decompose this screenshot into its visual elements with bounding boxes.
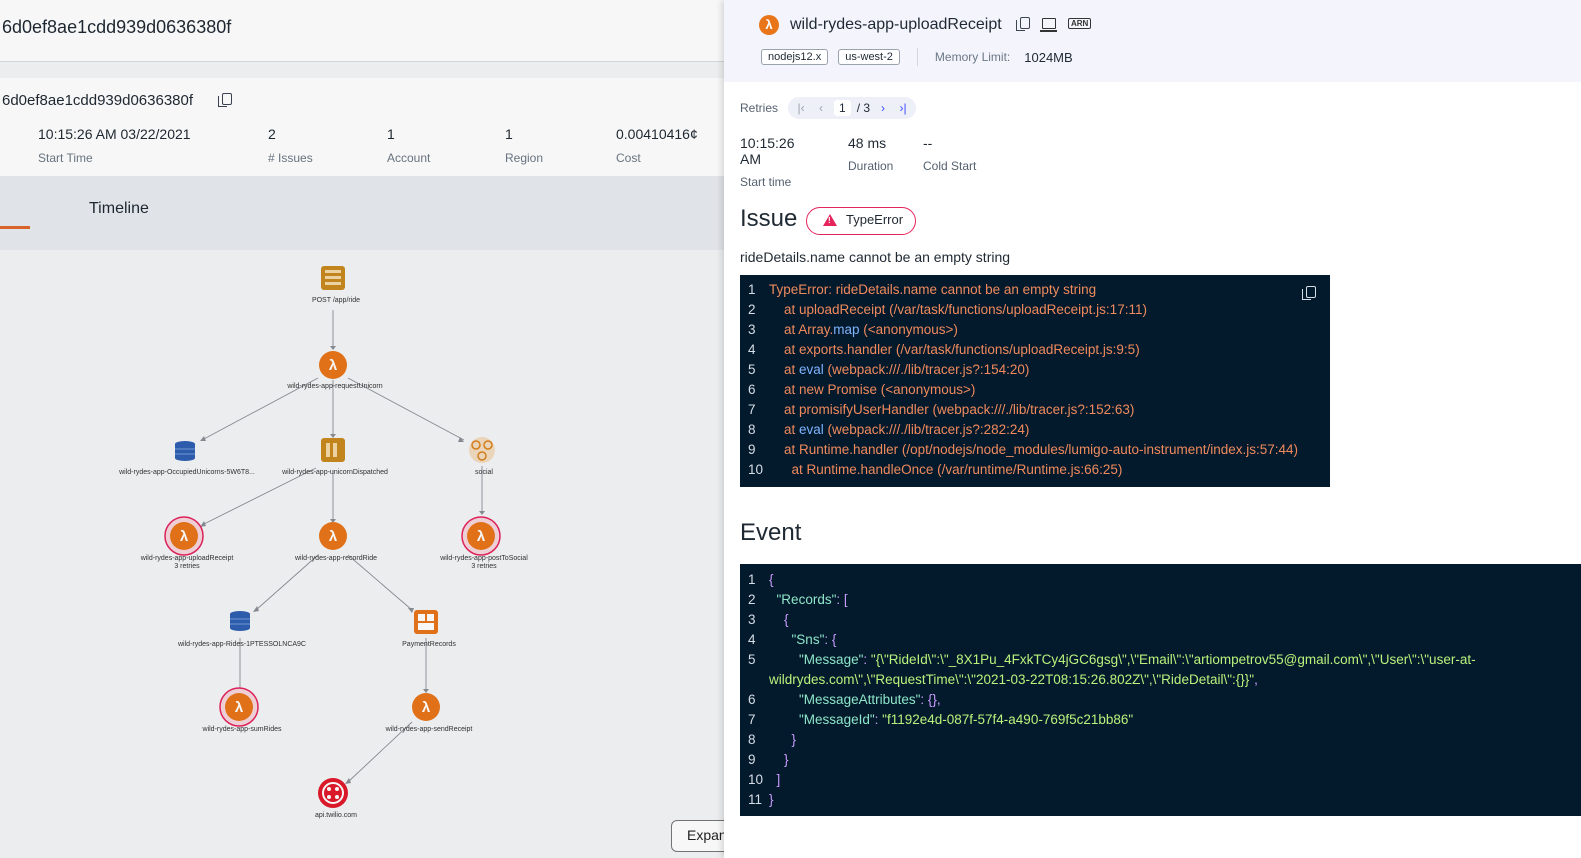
lambda-icon: λ [759,15,779,35]
memory-label: Memory Limit: [934,50,1011,64]
stat-issues: 2 # Issues [268,126,313,165]
page-number[interactable]: 1 [834,100,851,116]
node-label: wild-rydes-app-postToSocial [439,555,528,562]
lambda-node-sum-rides[interactable]: λ wild-rydes-app-sumRides [202,687,282,733]
node-label: PaymentRecords [402,641,456,648]
error-message: rideDetails.name cannot be an empty stri… [740,249,1011,265]
next-page-icon[interactable]: › [881,101,886,115]
page-header: 6d0ef8ae1cdd939d0636380f [0,0,724,62]
node-label: wild-rydes-app-sumRides [202,726,282,733]
pager: |‹ ‹ 1 / 3 › ›| [788,97,917,119]
lambda-node-request-unicorn[interactable]: λ wild-rydes-app-requestUnicorn [286,351,383,390]
error-type-badge[interactable]: TypeError [806,207,917,235]
svg-text:λ: λ [477,528,486,545]
dynamodb-node-occupied[interactable]: wild-rydes-app-OccupiedUnicorns-5W6T8... [118,441,255,476]
node-label: wild-rydes-app-Rides-1PTESSOLNCA9C [177,641,306,648]
node-retries-label: 3 retries [174,563,200,570]
node-label: wild-rydes-app-recordRide [294,555,377,562]
invocation-metrics: 10:15:26 AM Start time 48 ms Duration --… [740,135,976,189]
node-label: wild-rydes-app-sendReceipt [385,726,473,733]
arn-icon[interactable]: ARN [1068,17,1092,29]
copy-icon[interactable] [1302,286,1316,300]
copy-icon[interactable] [1016,17,1030,31]
api-gateway-node[interactable]: POST /app/ride [312,266,360,304]
stat-cost: 0.00410416¢ Cost [616,126,698,165]
metric-start-time: 10:15:26 AM Start time [740,135,795,189]
stat-region: 1 Region [505,126,544,165]
function-tags: nodejs12.x us-west-2 Memory Limit: 1024M… [761,48,1073,66]
monitor-icon[interactable] [1040,17,1057,32]
svg-text:λ: λ [180,528,189,545]
kinesis-node-payment-records[interactable]: PaymentRecords [402,610,456,648]
region-tag: us-west-2 [838,49,900,65]
social-node[interactable]: social [469,437,495,476]
node-label: POST /app/ride [312,297,360,304]
tab-active-indicator [0,226,30,229]
first-page-icon[interactable]: |‹ [797,101,805,115]
tabs-bar [0,176,724,250]
transaction-summary-card: 6d0ef8ae1cdd939d0636380f 10:15:26 AM 03/… [0,78,724,176]
runtime-tag: nodejs12.x [761,49,829,65]
page-title: 6d0ef8ae1cdd939d0636380f [2,17,232,37]
copy-icon[interactable] [218,93,232,107]
header-actions: ARN [1016,17,1092,32]
page-total: / 3 [856,101,871,115]
node-label: wild-rydes-app-uploadReceipt [140,555,234,562]
stat-start-time: 10:15:26 AM 03/22/2021 Start Time [38,126,191,165]
drawer-header: λ wild-rydes-app-uploadReceipt ARN nodej… [724,0,1581,82]
service-map: POST /app/ride λ wild-rydes-app-requestU… [0,250,724,858]
node-label: wild-rydes-app-requestUnicorn [286,383,382,390]
svg-text:λ: λ [329,357,338,374]
issue-heading: Issue [740,205,798,232]
lambda-node-upload-receipt[interactable]: λ wild-rydes-app-uploadReceipt 3 retries [140,516,234,570]
last-page-icon[interactable]: ›| [899,101,907,115]
error-type: TypeError [846,212,904,227]
trace-id: 6d0ef8ae1cdd939d0636380f [2,92,194,109]
node-label: wild-rydes-app-unicornDispatched [281,469,388,476]
divider [916,48,918,66]
svg-text:λ: λ [422,699,431,716]
metric-cold-start: -- Cold Start [923,135,977,173]
tab-timeline[interactable]: Timeline [89,200,149,217]
node-label: social [475,469,493,476]
twilio-node[interactable]: api.twilio.com [315,778,357,819]
function-name: wild-rydes-app-uploadReceipt [790,16,1002,33]
node-retries-label: 3 retries [471,563,497,570]
function-details-drawer: λ wild-rydes-app-uploadReceipt ARN nodej… [724,0,1581,858]
memory-value: 1024MB [1024,49,1073,65]
lambda-node-send-receipt[interactable]: λ wild-rydes-app-sendReceipt [385,693,473,733]
lambda-node-post-to-social[interactable]: λ wild-rydes-app-postToSocial 3 retries [439,516,528,570]
node-label: api.twilio.com [315,812,357,819]
sns-node-dispatched[interactable]: wild-rydes-app-unicornDispatched [281,438,388,476]
retries-label: Retries [740,101,779,115]
transaction-page: 6d0ef8ae1cdd939d0636380f 6d0ef8ae1cdd939… [0,0,724,858]
stat-account: 1 Account [387,126,431,165]
expand-button[interactable]: Expan [671,820,724,852]
svg-text:λ: λ [235,699,244,716]
lambda-node-record-ride[interactable]: λ wild-rydes-app-recordRide [294,522,377,562]
node-label: wild-rydes-app-OccupiedUnicorns-5W6T8... [118,469,255,476]
retries-pager: Retries |‹ ‹ 1 / 3 › ›| [740,97,917,119]
dynamodb-node-rides[interactable]: wild-rydes-app-Rides-1PTESSOLNCA9C [177,611,306,648]
event-payload: 1{ 2 "Records": [ 3 { 4 "Sns": { 5 "Mess… [740,564,1581,816]
svg-text:λ: λ [329,528,338,545]
event-heading: Event [740,519,802,546]
metric-duration: 48 ms Duration [848,135,894,173]
warning-icon [823,214,837,226]
prev-page-icon[interactable]: ‹ [819,101,824,115]
